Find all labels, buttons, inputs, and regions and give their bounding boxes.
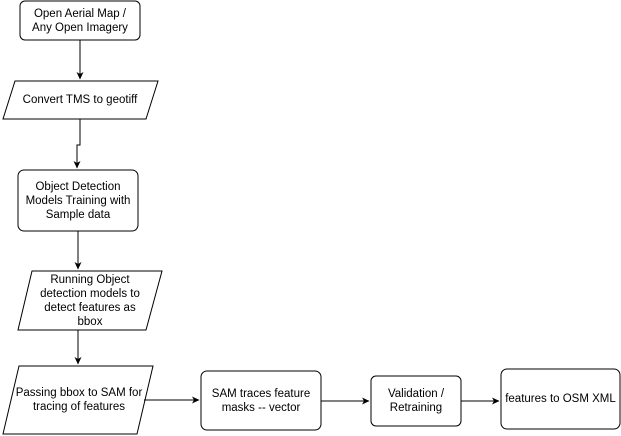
node-open-imagery-line-2: Any Open Imagery <box>32 21 128 34</box>
node-training-line-3: Sample data <box>45 208 111 221</box>
node-passing-shape <box>2 365 154 435</box>
node-running-shape <box>17 270 163 331</box>
node-sam-traces-line-1: SAM traces feature <box>211 387 311 400</box>
node-running-line-4: bbox <box>77 315 103 328</box>
node-running-line-1: Running Object <box>50 273 130 286</box>
node-open-imagery-line-1: Open Aerial Map / <box>33 7 127 20</box>
node-validation-line-1: Validation / <box>387 388 445 400</box>
node-convert-tms-shape <box>2 80 159 120</box>
node-passing-line-1: Passing bbox to SAM for <box>15 387 143 399</box>
node-running-line-3: detect features as <box>44 301 136 314</box>
node-validation-line-2: Retraining <box>389 402 443 414</box>
node-running-label: Running Object detection models to detec… <box>16 271 164 330</box>
node-passing-line-2: tracing of features <box>32 401 126 413</box>
node-open-imagery-label: Open Aerial Map / Any Open Imagery <box>20 1 140 40</box>
node-passing-label: Passing bbox to SAM for tracing of featu… <box>3 366 155 434</box>
node-convert-tms-label: Convert TMS to geotiff <box>4 81 156 119</box>
node-training-line-1: Object Detection <box>35 180 121 193</box>
node-training-line-2: Models Training with <box>25 194 131 207</box>
node-osm-shape <box>500 368 621 430</box>
node-validation-label: Validation / Retraining <box>371 376 461 426</box>
node-osm-line-1: features to OSM XML <box>505 393 616 405</box>
node-running-line-2: detection models to <box>40 287 140 300</box>
node-convert-tms-line-1: Convert TMS to geotiff <box>22 94 138 106</box>
node-osm-label: features to OSM XML <box>501 369 620 429</box>
edge-convert-tms-to-training <box>73 119 81 169</box>
node-sam-traces-label: SAM traces feature masks -- vector <box>201 371 321 430</box>
node-sam-traces-line-2: masks -- vector <box>221 401 301 414</box>
node-training-label: Object Detection Models Training with Sa… <box>18 170 138 231</box>
